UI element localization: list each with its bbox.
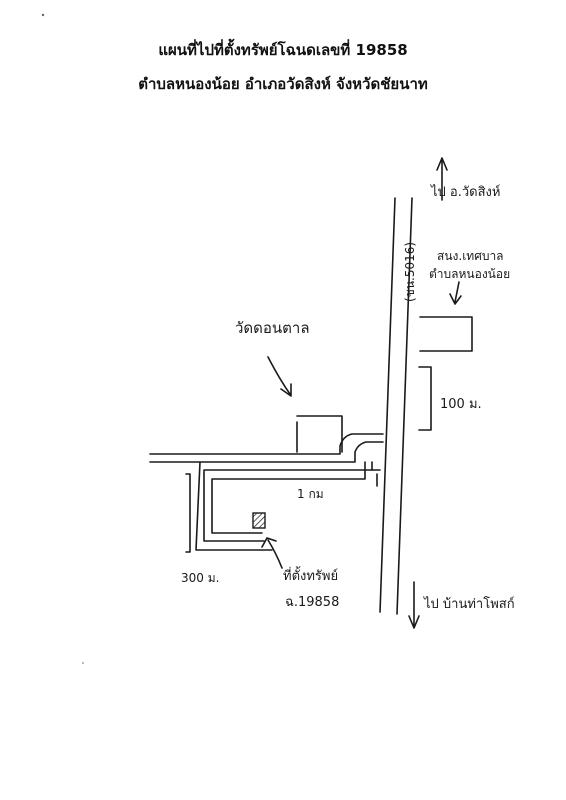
main-road-left-edge: [379, 197, 396, 613]
distance-bracket-left: [185, 473, 191, 553]
side-road-inner-edge: [203, 461, 373, 542]
scan-speck: [82, 662, 84, 664]
distance-left-label: 300 ม.: [181, 571, 219, 585]
main-road-right-edge: [396, 197, 413, 615]
map-title: แผนที่ไปที่ตั้งทรัพย์โฉนดเลขที่ 19858: [158, 41, 408, 59]
lower-road-edge: [195, 461, 273, 551]
road-label: (ชน.5016): [403, 242, 417, 302]
branch-road-top-edge: [149, 433, 384, 455]
map-subtitle: ตำบลหนองน้อย อำเภอวัดสิงห์ จังหวัดชัยนาท: [138, 75, 428, 93]
branch-road-bottom-edge: [149, 441, 384, 463]
south-destination-label: ไป บ้านท่าโพสก์: [423, 596, 515, 612]
property-label-line2: ฉ.19858: [285, 595, 339, 610]
distance-bracket-right: [418, 366, 432, 431]
municipality-label-line1: สนง.เทศบาล: [437, 249, 504, 263]
property-parcel: [252, 512, 266, 529]
municipality-label-line2: ตำบลหนองน้อย: [429, 267, 510, 281]
municipality-pointer-arrow: [449, 281, 462, 305]
municipality-office-box: [419, 316, 473, 352]
north-destination-label: ไป อ.วัดสิงห์: [430, 184, 500, 200]
property-label-line1: ที่ตั้งทรัพย์: [283, 566, 338, 584]
side-road-outer-edge: [211, 461, 366, 534]
south-arrow: [408, 581, 420, 629]
temple-pointer-arrow: [267, 356, 292, 397]
temple-box: [296, 415, 343, 453]
north-arrow: [436, 157, 448, 201]
scan-speck: [41, 13, 45, 17]
temple-label: วัดดอนตาล: [235, 319, 310, 337]
distance-side-label: 1 กม: [297, 487, 324, 501]
distance-right-label: 100 ม.: [440, 397, 482, 412]
property-pointer-arrow: [261, 537, 283, 569]
